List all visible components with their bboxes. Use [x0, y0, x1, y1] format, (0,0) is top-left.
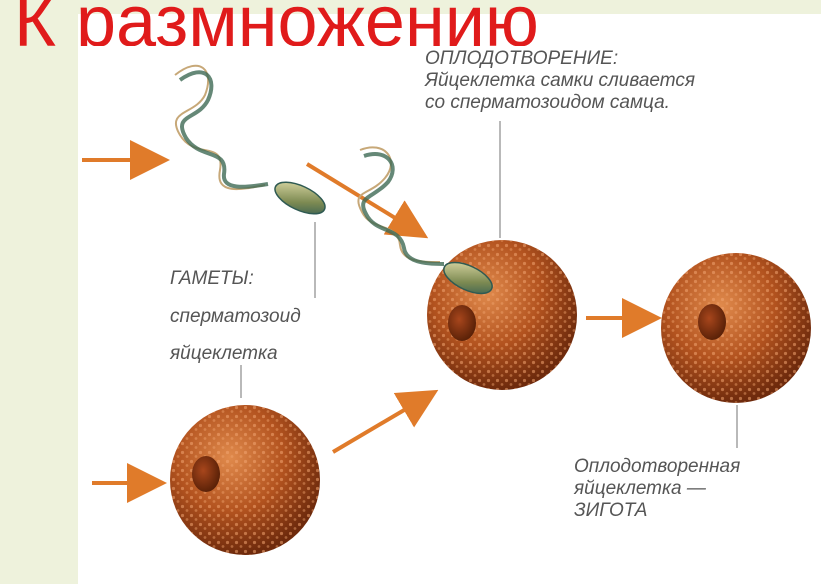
egg-cell-icon — [170, 405, 320, 555]
zygote-icon — [661, 253, 811, 403]
zygote-label: Оплодотворенная яйцеклетка — ЗИГОТА — [574, 456, 740, 522]
zygote-line2: яйцеклетка — — [574, 478, 740, 500]
gametes-sperm-label: сперматозоид — [170, 306, 301, 328]
arrow-icon — [307, 164, 418, 232]
sperm-icon — [175, 66, 330, 221]
fertilization-label: ОПЛОДОТВОРЕНИЕ: Яйцеклетка самки сливает… — [425, 48, 695, 114]
gametes-egg-label: яйцеклетка — [170, 343, 278, 365]
fertilizing-egg-icon — [427, 240, 577, 390]
fertilization-line1: Яйцеклетка самки сливается — [425, 70, 695, 92]
zygote-line1: Оплодотворенная — [574, 456, 740, 478]
fertilization-line2: со сперматозоидом самца. — [425, 92, 695, 114]
arrow-icon — [333, 396, 428, 452]
fertilization-heading: ОПЛОДОТВОРЕНИЕ: — [425, 48, 695, 70]
zygote-line3: ЗИГОТА — [574, 500, 740, 522]
gametes-heading: ГАМЕТЫ: — [170, 268, 254, 290]
